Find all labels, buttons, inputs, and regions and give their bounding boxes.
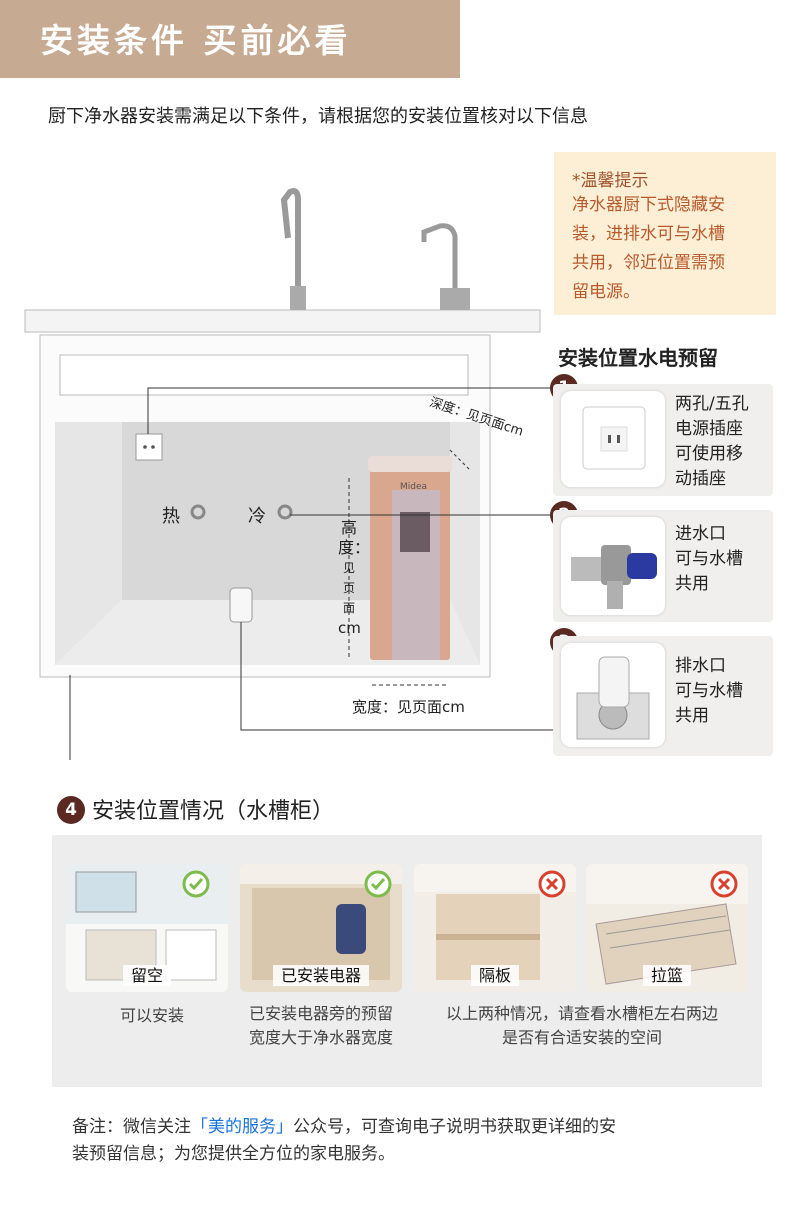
card-line: 可使用移 [675,444,743,464]
power-socket-icon [582,406,646,470]
note-text: 装预留信息；为您提供全方位的家电服务。 [72,1144,395,1164]
card-line: 共用 [675,574,709,594]
socket-icon [135,433,163,461]
point-card-drain: 排水口 可与水槽 共用 [553,636,773,756]
tip-box: *温馨提示 净水器厨下式隐藏安 装，进排水可与水槽 共用，邻近位置需预 留电源。 [554,152,776,315]
card-line: 可与水槽 [675,681,743,701]
purifier-faucet-icon [421,223,458,310]
photo-shelf: 隔板 [414,864,576,992]
photo-label: 留空 [122,965,171,986]
drain-text: 排水口 可与水槽 共用 [675,654,743,729]
caption-line: 已安装电器旁的预留 [248,1004,393,1023]
depth-dimension-line [449,449,471,471]
caption-line: 宽度大于净水器宽度 [248,1028,393,1047]
card-line: 可与水槽 [675,549,743,569]
note-highlight-link[interactable]: 「美的服务」 [191,1117,293,1137]
subtitle: 厨下净水器安装需满足以下条件，请根据您的安装位置核对以下信息 [48,106,588,127]
caption-line: 以上两种情况，请查看水槽柜左右两边 [445,1004,718,1023]
card-line: 进水口 [675,524,726,544]
tip-title: *温馨提示 [572,171,649,191]
card-line: 排水口 [675,656,726,676]
cabinet-photo-2 [240,864,402,980]
section4-title: 安装位置情况（水槽柜） [92,799,335,824]
note-prefix: 备注：微信关注 [72,1117,191,1137]
countertop [24,309,541,333]
caption-1: 可以安装 [119,1006,184,1025]
cabinet-right-wall [450,422,480,665]
purifier-lid [368,456,452,472]
point-card-inlet: 进水口 可与水槽 共用 [553,510,773,622]
cold-label: 冷 [248,506,266,527]
caption-3: 以上两种情况，请查看水槽柜左右两边 是否有合适安装的空间 [414,1002,750,1050]
purifier-screen [400,512,430,552]
photo-label: 隔板 [470,965,519,986]
socket-photo [561,391,665,487]
footer-note: 备注：微信关注「美的服务」公众号，可查询电子说明书获取更详细的安 装预留信息；为… [72,1114,722,1168]
photo-pull-basket: 拉篮 [586,864,748,992]
caption-2: 已安装电器旁的预留 宽度大于净水器宽度 [232,1002,410,1050]
leader-line-3 [240,622,560,731]
point-card-socket: 两孔/五孔 电源插座 可使用移 动插座 [553,384,773,496]
page-title: 安装条件 买前必看 [40,21,352,60]
socket-text: 两孔/五孔 电源插座 可使用移 动插座 [675,392,749,492]
cold-valve-icon [277,504,293,520]
cabinet-rail [59,354,469,396]
floor-drain-icon [576,656,650,740]
installation-diagram [24,188,560,760]
badge-4: 4 [57,796,85,824]
tip-line: 共用，邻近位置需预 [572,253,725,273]
card-line: 两孔/五孔 [675,394,749,414]
card-line: 共用 [675,706,709,726]
purifier-faucet-base [440,288,470,310]
tip-line: 留电源。 [572,282,640,302]
height-label-part: cm [338,619,361,637]
photo-label: 拉篮 [642,965,691,986]
inlet-valve-icon [571,545,657,609]
height-label-part: 面 [342,601,355,615]
cross-icon [710,870,738,902]
header-banner [0,0,460,78]
cross-icon [538,870,566,902]
check-icon [182,870,210,902]
leader-line-1 [147,387,552,434]
photo-empty-space: 留空 [66,864,228,992]
photo-label: 已安装电器 [272,965,369,986]
inlet-photo [561,517,665,615]
note-text: 公众号，可查询电子说明书获取更详细的安 [293,1117,616,1137]
tip-line: 装，进排水可与水槽 [572,224,725,244]
drain-pipe-icon [229,587,253,623]
hot-label: 热 [162,506,180,527]
height-label-part: 高 [340,518,357,537]
height-label: 高 度： 见 页 面 cm [338,518,371,638]
photo-installed-appliance: 已安装电器 [240,864,402,992]
card-line: 电源插座 [675,419,743,439]
faucet-base [290,286,306,310]
faucet-icon [280,188,301,310]
check-icon [364,870,392,902]
width-label: 宽度：见页面cm [352,698,465,716]
height-label-part: 度： [338,538,371,557]
card-line: 动插座 [675,469,726,489]
brand-logo: Midea [400,482,428,492]
cabinet-left-wall [55,422,122,665]
tip-line: 净水器厨下式隐藏安 [572,195,725,215]
inlet-text: 进水口 可与水槽 共用 [675,522,743,597]
drain-photo [561,643,665,747]
caption-line: 是否有合适安装的空间 [501,1028,662,1047]
height-label-part: 页 [342,581,355,595]
height-label-part: 见 [342,561,355,575]
tip-body: 净水器厨下式隐藏安 装，进排水可与水槽 共用，邻近位置需预 留电源。 [572,191,766,307]
hot-valve-icon [190,504,206,520]
reserve-title: 安装位置水电预留 [558,346,718,370]
